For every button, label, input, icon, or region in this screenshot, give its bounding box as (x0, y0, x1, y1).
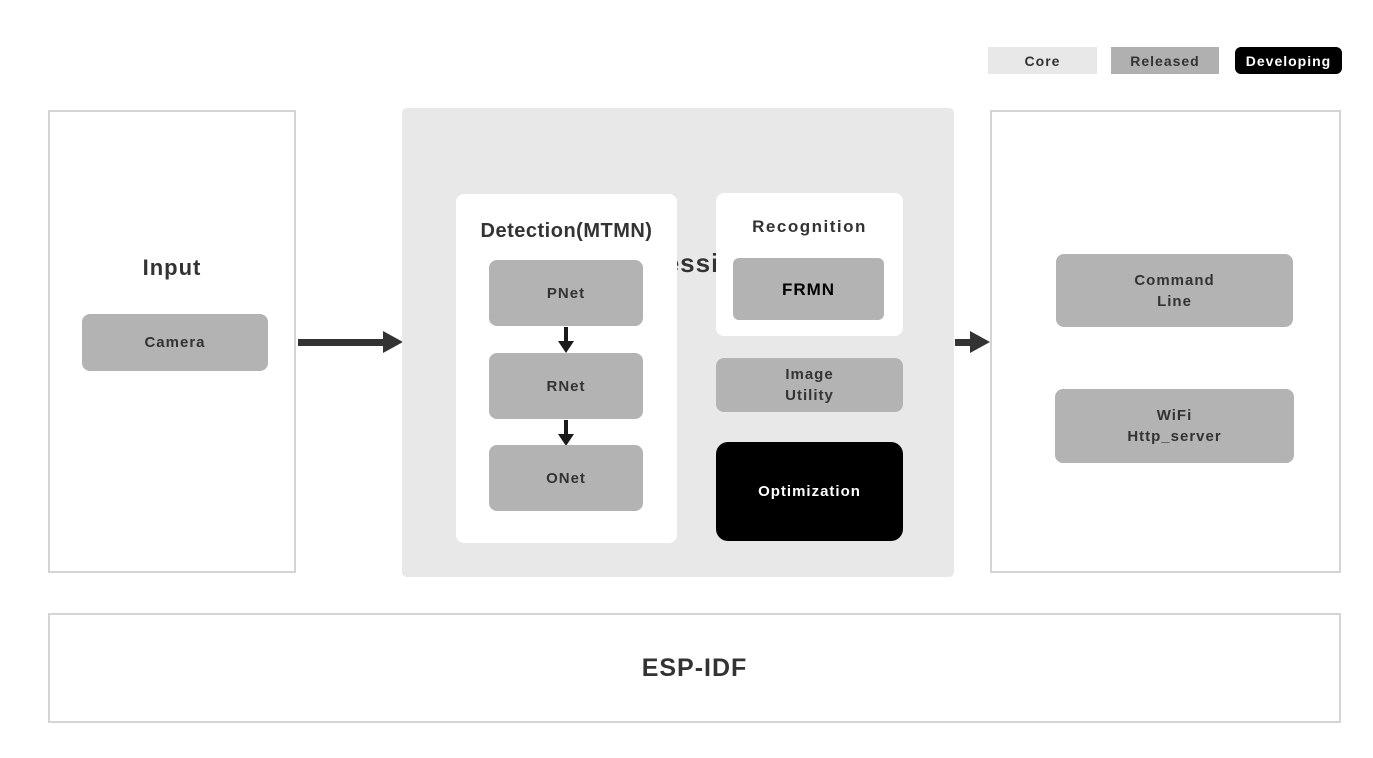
flow-arrow-processing-to-output (955, 339, 972, 346)
frmn-node: FRMN (733, 258, 884, 320)
arrow-down-icon (558, 327, 574, 353)
legend-developing-badge: Developing (1235, 47, 1342, 74)
command-line-node: Command Line (1056, 254, 1293, 327)
wifi-http-server-node: WiFi Http_server (1055, 389, 1294, 463)
flow-arrow-right-icon (970, 331, 990, 353)
recognition-group-title: Recognition (752, 217, 867, 236)
input-panel-title: Input (142, 255, 202, 280)
input-panel: Input Camera (48, 110, 296, 573)
legend-released-badge: Released (1111, 47, 1219, 74)
esp-idf-panel: ESP-IDF (48, 613, 1341, 723)
output-panel: Output Command Line WiFi Http_server (990, 110, 1341, 573)
flow-arrow-right-icon (383, 331, 403, 353)
recognition-group: Recognition FRMN (716, 193, 903, 336)
detection-group-title: Detection(MTMN) (480, 220, 653, 242)
arrow-down-icon (558, 420, 574, 446)
detection-group: Detection(MTMN) PNet RNet ONet (456, 194, 677, 543)
legend-core-badge: Core (988, 47, 1097, 74)
onet-node: ONet (489, 445, 643, 511)
esp-idf-title: ESP-IDF (641, 653, 748, 682)
rnet-node: RNet (489, 353, 643, 419)
pnet-node: PNet (489, 260, 643, 326)
flow-arrow-input-to-processing (298, 339, 384, 346)
processing-panel: Processing Detection(MTMN) PNet RNet ONe… (402, 108, 954, 577)
image-utility-node: Image Utility (716, 358, 903, 412)
optimization-node: Optimization (716, 442, 903, 541)
camera-node: Camera (82, 314, 268, 371)
